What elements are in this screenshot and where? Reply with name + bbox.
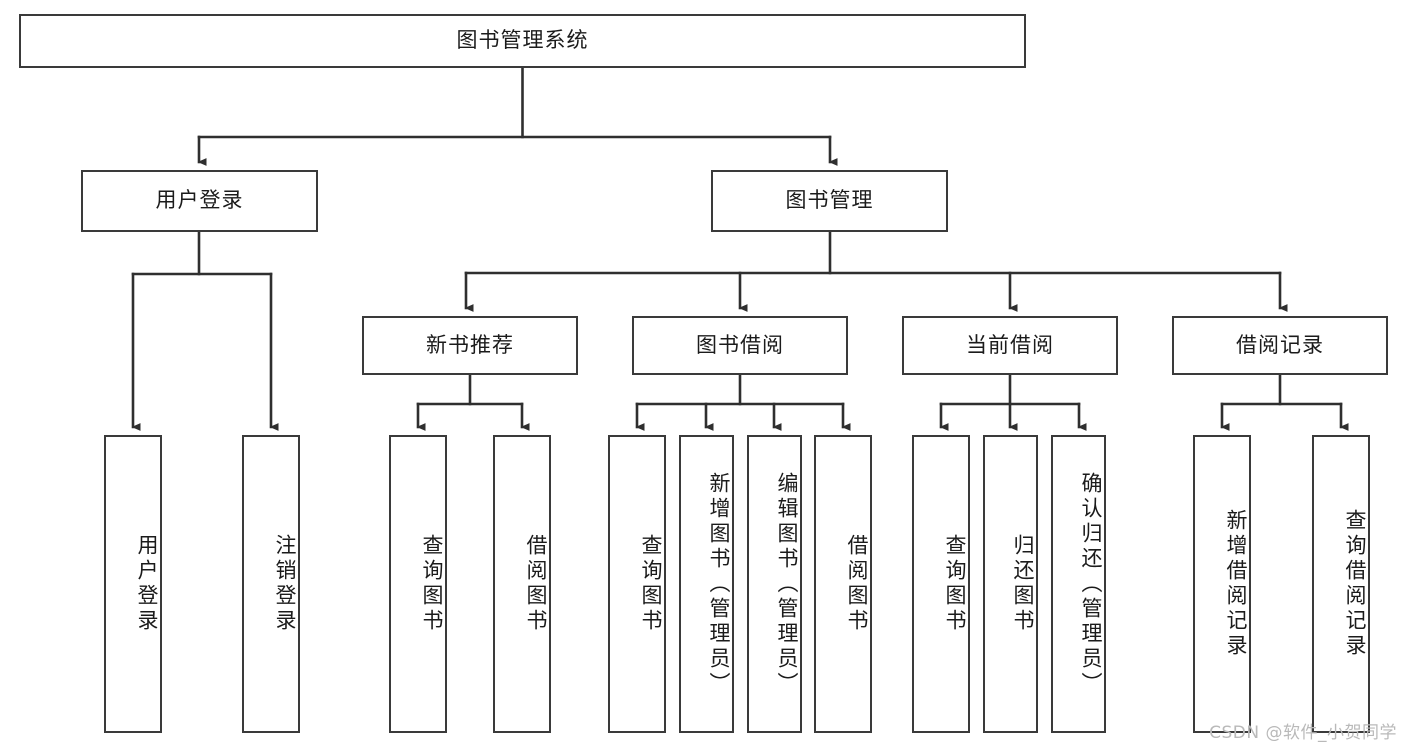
node-user-login[interactable]: 用户登录 [81, 170, 318, 232]
node-leaf-add-book[interactable]: 新增图书（管理员） [679, 435, 734, 733]
node-user-login-label: 用户登录 [155, 188, 244, 213]
node-book-manage-label: 图书管理 [785, 188, 874, 213]
csdn-watermark: CSDN @软件_小贺同学 [1209, 723, 1397, 743]
node-leaf-logout[interactable]: 注销登录 [242, 435, 300, 733]
node-leaf-add-book-label: 新增图书（管理员） [707, 471, 731, 697]
node-leaf-borrow-book-2[interactable]: 借阅图书 [814, 435, 872, 733]
node-new-book-rec[interactable]: 新书推荐 [362, 316, 578, 375]
node-leaf-query-book-2[interactable]: 查询图书 [608, 435, 666, 733]
node-current-borrow-label: 当前借阅 [966, 332, 1054, 357]
node-leaf-return-book[interactable]: 归还图书 [983, 435, 1038, 733]
node-new-book-rec-label: 新书推荐 [426, 332, 514, 357]
node-leaf-query-record[interactable]: 查询借阅记录 [1312, 435, 1370, 733]
node-book-manage[interactable]: 图书管理 [711, 170, 948, 232]
node-leaf-add-record[interactable]: 新增借阅记录 [1193, 435, 1251, 733]
node-root[interactable]: 图书管理系统 [19, 14, 1026, 68]
node-leaf-confirm-return[interactable]: 确认归还（管理员） [1051, 435, 1106, 733]
node-leaf-confirm-return-label: 确认归还（管理员） [1079, 471, 1103, 697]
node-leaf-query-book-3-label: 查询图书 [943, 534, 967, 634]
node-leaf-query-book-2-label: 查询图书 [639, 534, 663, 634]
node-borrow-record[interactable]: 借阅记录 [1172, 316, 1388, 375]
node-leaf-query-book-1-label: 查询图书 [420, 534, 444, 634]
node-leaf-borrow-book-2-label: 借阅图书 [845, 534, 869, 634]
node-leaf-query-book-1[interactable]: 查询图书 [389, 435, 447, 733]
node-leaf-edit-book[interactable]: 编辑图书（管理员） [747, 435, 802, 733]
node-book-borrow[interactable]: 图书借阅 [632, 316, 848, 375]
node-current-borrow[interactable]: 当前借阅 [902, 316, 1118, 375]
node-leaf-query-book-3[interactable]: 查询图书 [912, 435, 970, 733]
node-leaf-add-record-label: 新增借阅记录 [1224, 509, 1248, 659]
node-leaf-borrow-book-1[interactable]: 借阅图书 [493, 435, 551, 733]
node-leaf-return-book-label: 归还图书 [1011, 534, 1035, 634]
node-leaf-logout-label: 注销登录 [273, 534, 297, 634]
node-leaf-query-record-label: 查询借阅记录 [1343, 509, 1367, 659]
node-leaf-user-login-label: 用户登录 [135, 534, 159, 634]
node-borrow-record-label: 借阅记录 [1236, 332, 1324, 357]
node-book-borrow-label: 图书借阅 [696, 332, 784, 357]
node-leaf-borrow-book-1-label: 借阅图书 [524, 534, 548, 634]
node-root-label: 图书管理系统 [456, 28, 589, 53]
node-leaf-edit-book-label: 编辑图书（管理员） [775, 471, 799, 697]
node-leaf-user-login[interactable]: 用户登录 [104, 435, 162, 733]
